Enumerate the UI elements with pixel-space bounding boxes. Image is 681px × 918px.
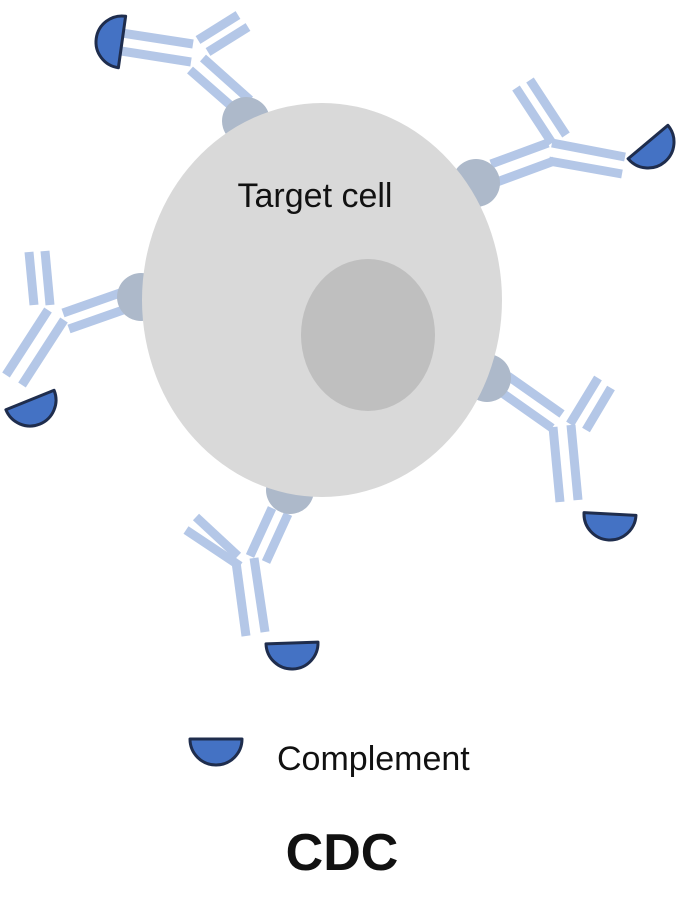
legend: Complement	[188, 737, 470, 778]
antibody-2	[489, 77, 626, 187]
antibody-3	[2, 250, 128, 388]
complement-5	[264, 640, 320, 671]
complement-3	[4, 388, 58, 428]
complements	[4, 14, 676, 671]
legend-complement-icon	[188, 737, 244, 767]
antibody-4	[495, 372, 615, 503]
legend-complement-label: Complement	[277, 740, 470, 778]
target-cell: Target cell	[142, 103, 502, 497]
complement-1	[94, 14, 128, 70]
nucleus	[301, 259, 435, 411]
cell-label: Target cell	[238, 177, 393, 215]
complement-4	[582, 511, 638, 542]
antibody-5	[183, 506, 293, 637]
antibody-1	[120, 11, 253, 116]
complement-2	[626, 123, 676, 170]
diagram-title: CDC	[286, 824, 399, 882]
antibodies	[2, 11, 626, 637]
